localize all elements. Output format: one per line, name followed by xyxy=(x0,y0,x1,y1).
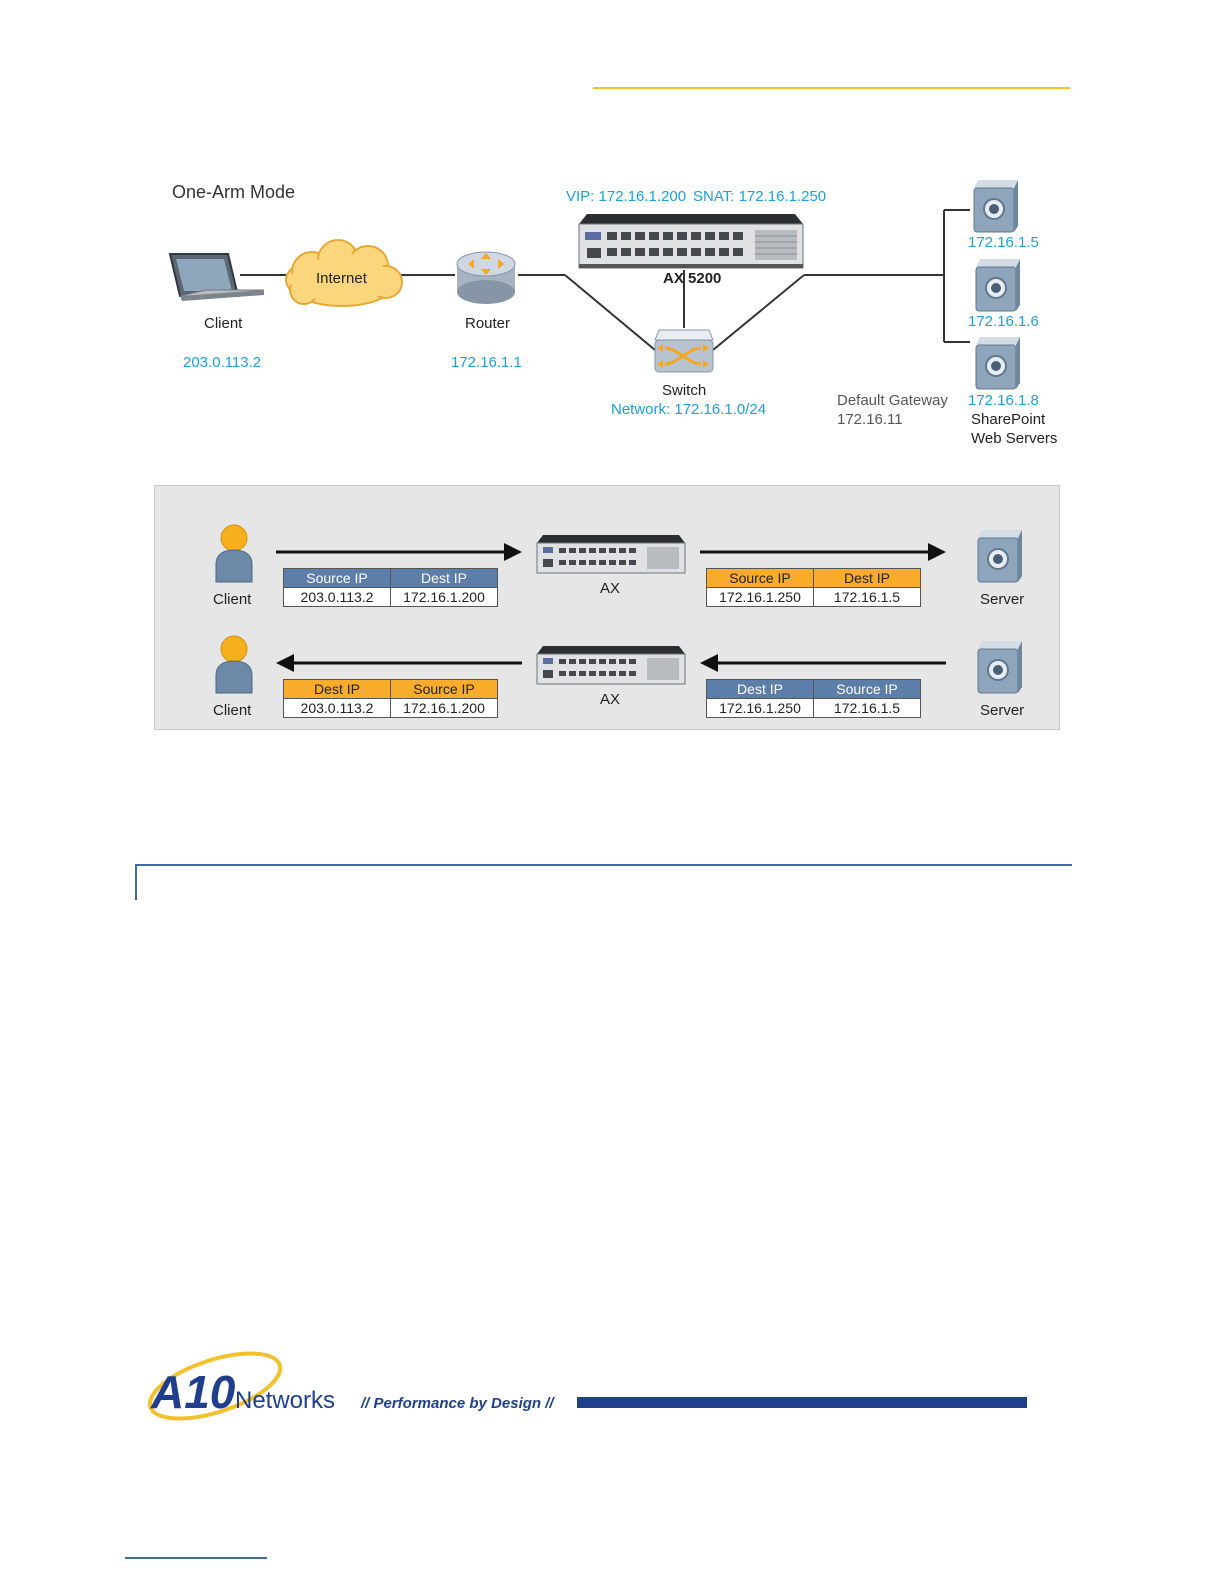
server-ip-3: 172.16.1.8 xyxy=(968,392,1039,409)
internet-cloud-icon xyxy=(285,239,403,307)
client-label: Client xyxy=(204,315,243,332)
table-cell: 172.16.1.250 xyxy=(706,587,814,607)
switch-label: Switch xyxy=(662,382,707,399)
diagram-title: One-Arm Mode xyxy=(172,182,296,202)
response-server-side-table: Dest IP Source IP 172.16.1.250 172.16.1.… xyxy=(706,679,921,718)
flow-arrows xyxy=(276,543,946,672)
flow-request-ax-label: AX xyxy=(600,580,621,597)
topology-lines xyxy=(240,209,970,351)
switch-network: Network: 172.16.1.0/24 xyxy=(611,401,767,418)
user-icon xyxy=(215,635,253,694)
internet-label: Internet xyxy=(316,270,367,287)
ax-5200-appliance-icon xyxy=(578,214,804,269)
table-header: Dest IP xyxy=(390,568,498,588)
logo-tagline: // Performance by Design // xyxy=(360,1395,555,1412)
ax-5200-label: AX 5200 xyxy=(663,270,722,287)
request-client-side-table: Source IP Dest IP 203.0.113.2 172.16.1.2… xyxy=(283,568,498,607)
table-cell: 172.16.1.200 xyxy=(390,587,498,607)
user-icon xyxy=(215,524,253,583)
laptop-icon xyxy=(168,253,265,301)
router-label: Router xyxy=(465,315,511,332)
server-icon xyxy=(977,641,1022,694)
logo-bar xyxy=(577,1397,1027,1408)
server-icon xyxy=(975,259,1020,312)
request-server-side-table: Source IP Dest IP 172.16.1.250 172.16.1.… xyxy=(706,568,921,607)
table-header: Source IP xyxy=(706,568,814,588)
server-icon xyxy=(977,530,1022,583)
servers-caption-line-2: Web Servers xyxy=(971,430,1058,447)
response-client-side-table: Dest IP Source IP 203.0.113.2 172.16.1.2… xyxy=(283,679,498,718)
logo-mark: A10 xyxy=(150,1366,236,1418)
header-rule xyxy=(593,87,1070,89)
switch-icon xyxy=(654,329,714,373)
table-header: Dest IP xyxy=(813,568,921,588)
flow-request-client-label: Client xyxy=(213,591,252,608)
table-cell: 172.16.1.5 xyxy=(813,587,921,607)
router-icon xyxy=(456,251,516,304)
server-icon xyxy=(973,180,1018,233)
table-header: Dest IP xyxy=(706,679,814,699)
servers-caption-line-1: SharePoint xyxy=(971,411,1046,428)
gateway-ip: 172.16.11 xyxy=(837,411,903,428)
flow-response-client-label: Client xyxy=(213,702,252,719)
table-cell: 203.0.113.2 xyxy=(283,587,391,607)
section-rule-tick xyxy=(135,864,137,900)
gateway-label: Default Gateway xyxy=(837,392,948,409)
server-ip-1: 172.16.1.5 xyxy=(968,234,1039,251)
flow-response-server-label: Server xyxy=(980,702,1025,719)
table-header: Source IP xyxy=(390,679,498,699)
snat-label: SNAT: 172.16.1.250 xyxy=(693,188,827,205)
table-cell: 172.16.1.250 xyxy=(706,698,814,718)
table-cell: 172.16.1.5 xyxy=(813,698,921,718)
table-header: Source IP xyxy=(283,568,391,588)
table-header: Dest IP xyxy=(283,679,391,699)
flow-request-server-label: Server xyxy=(980,591,1025,608)
vip-label: VIP: 172.16.1.200 xyxy=(566,188,687,205)
router-ip: 172.16.1.1 xyxy=(451,354,522,371)
a10-networks-logo: A10 Networks // Performance by Design // xyxy=(147,1351,1027,1421)
ax-appliance-icon xyxy=(536,646,686,685)
server-ip-2: 172.16.1.6 xyxy=(968,313,1039,330)
logo-wordmark: Networks xyxy=(235,1387,335,1414)
flow-response-ax-label: AX xyxy=(600,691,621,708)
section-rule xyxy=(135,864,1072,866)
table-header: Source IP xyxy=(813,679,921,699)
client-ip: 203.0.113.2 xyxy=(183,354,262,371)
server-icon xyxy=(975,337,1020,390)
ax-appliance-icon xyxy=(536,535,686,574)
table-cell: 172.16.1.200 xyxy=(390,698,498,718)
table-cell: 203.0.113.2 xyxy=(283,698,391,718)
footer-rule xyxy=(125,1557,267,1559)
